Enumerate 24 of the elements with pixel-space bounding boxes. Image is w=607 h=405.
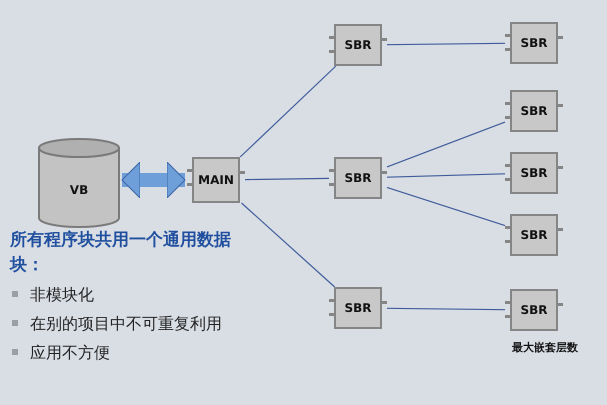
block-label: SBR — [344, 38, 372, 52]
block-label: SBR — [520, 104, 548, 118]
connector-line — [245, 178, 329, 180]
block-label: SBR — [520, 166, 548, 180]
connector-line — [387, 42, 505, 46]
block-label: SBR — [520, 36, 548, 50]
connector-line — [241, 202, 336, 288]
connector-line — [387, 308, 505, 310]
connector-line — [386, 186, 506, 226]
bullet-text: 应用不方便 — [30, 342, 110, 364]
block-label: SBR — [344, 301, 372, 315]
double-arrow — [122, 162, 186, 198]
block-label: SBR — [344, 171, 372, 185]
block-label: SBR — [520, 303, 548, 317]
connector-line — [386, 173, 506, 178]
block-label: MAIN — [198, 173, 234, 187]
block-label: VB — [70, 183, 88, 197]
block-label: SBR — [520, 228, 548, 242]
heading: 所有程序块共用一个通用数据块： — [10, 229, 232, 277]
bullet-text: 非模块化 — [30, 284, 94, 306]
connector-line — [240, 66, 336, 158]
bullet-text: 在别的项目中不可重复利用 — [30, 313, 222, 335]
note-text: 最大嵌套层数 — [512, 340, 578, 355]
connector-line — [386, 121, 506, 168]
